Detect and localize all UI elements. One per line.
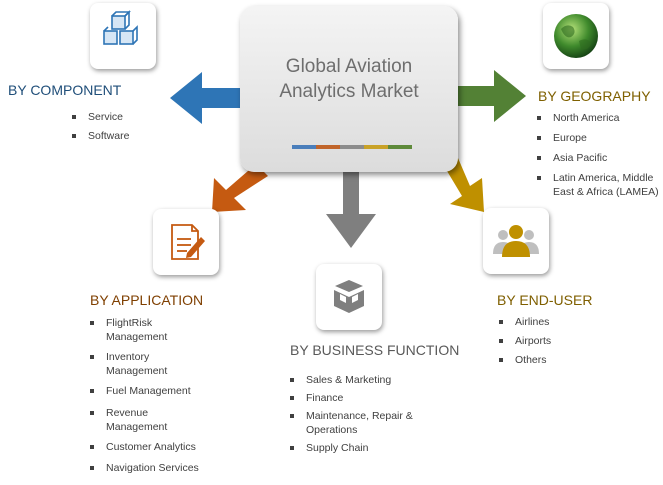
component-list: Service Software bbox=[72, 110, 192, 143]
list-item: Airports bbox=[499, 334, 609, 348]
geography-icon-box bbox=[543, 3, 609, 69]
list-item: Airlines bbox=[499, 315, 609, 329]
geography-heading: BY GEOGRAPHY bbox=[538, 88, 651, 104]
arrow-end-user bbox=[444, 158, 484, 212]
component-heading: BY COMPONENT bbox=[8, 82, 122, 98]
list-item: Sales & Marketing bbox=[290, 373, 440, 387]
document-edit-icon bbox=[171, 224, 205, 260]
list-item: North America bbox=[537, 111, 662, 125]
list-item: Maintenance, Repair & Operations bbox=[290, 409, 440, 437]
list-item: Inventory Management bbox=[90, 350, 210, 378]
geography-list: North America Europe Asia Pacific Latin … bbox=[537, 111, 662, 199]
list-item: Navigation Services bbox=[90, 461, 210, 475]
color-bar-segment bbox=[340, 145, 364, 149]
color-bar-segment bbox=[316, 145, 340, 149]
application-heading: BY APPLICATION bbox=[90, 292, 204, 308]
color-bar-segment bbox=[364, 145, 388, 149]
center-title-line2: Analytics Market bbox=[279, 81, 419, 102]
list-item: Asia Pacific bbox=[537, 151, 662, 165]
list-item: Service bbox=[72, 110, 192, 124]
list-item: Revenue Management bbox=[90, 406, 210, 434]
list-item: Fuel Management bbox=[90, 384, 210, 398]
center-title-box: Global Aviation Analytics Market bbox=[240, 6, 458, 172]
arrow-geography bbox=[458, 70, 526, 122]
end-user-heading: BY END-USER bbox=[497, 292, 593, 308]
color-bar-segment bbox=[388, 145, 412, 149]
list-item: Customer Analytics bbox=[90, 440, 210, 454]
list-item: Others bbox=[499, 353, 609, 367]
business-function-icon-box bbox=[316, 264, 382, 330]
business-function-list: Sales & Marketing Finance Maintenance, R… bbox=[290, 373, 440, 455]
component-icon-box bbox=[90, 3, 156, 69]
arrow-application bbox=[212, 164, 268, 212]
business-function-heading: BY BUSINESS FUNCTION bbox=[290, 342, 460, 358]
list-item: FlightRisk Management bbox=[90, 316, 210, 344]
globe-icon bbox=[554, 14, 598, 58]
end-user-list: Airlines Airports Others bbox=[499, 315, 609, 367]
application-list: FlightRisk Management Inventory Manageme… bbox=[90, 316, 210, 475]
application-icon-box bbox=[153, 209, 219, 275]
end-user-icon-box bbox=[483, 208, 549, 274]
list-item: Latin America, Middle East & Africa (LAM… bbox=[537, 171, 662, 199]
list-item: Supply Chain bbox=[290, 441, 440, 455]
users-icon bbox=[493, 225, 539, 257]
arrow-component bbox=[170, 72, 240, 124]
open-box-icon bbox=[334, 280, 364, 313]
cubes-icon bbox=[103, 10, 138, 45]
color-bar-segment bbox=[292, 145, 316, 149]
color-bar bbox=[292, 145, 412, 149]
list-item: Finance bbox=[290, 391, 440, 405]
list-item: Europe bbox=[537, 131, 662, 145]
list-item: Software bbox=[72, 129, 192, 143]
center-title-line1: Global Aviation bbox=[285, 56, 413, 77]
center-title: Global Aviation Analytics Market bbox=[240, 54, 458, 104]
arrow-business-function bbox=[326, 172, 376, 248]
